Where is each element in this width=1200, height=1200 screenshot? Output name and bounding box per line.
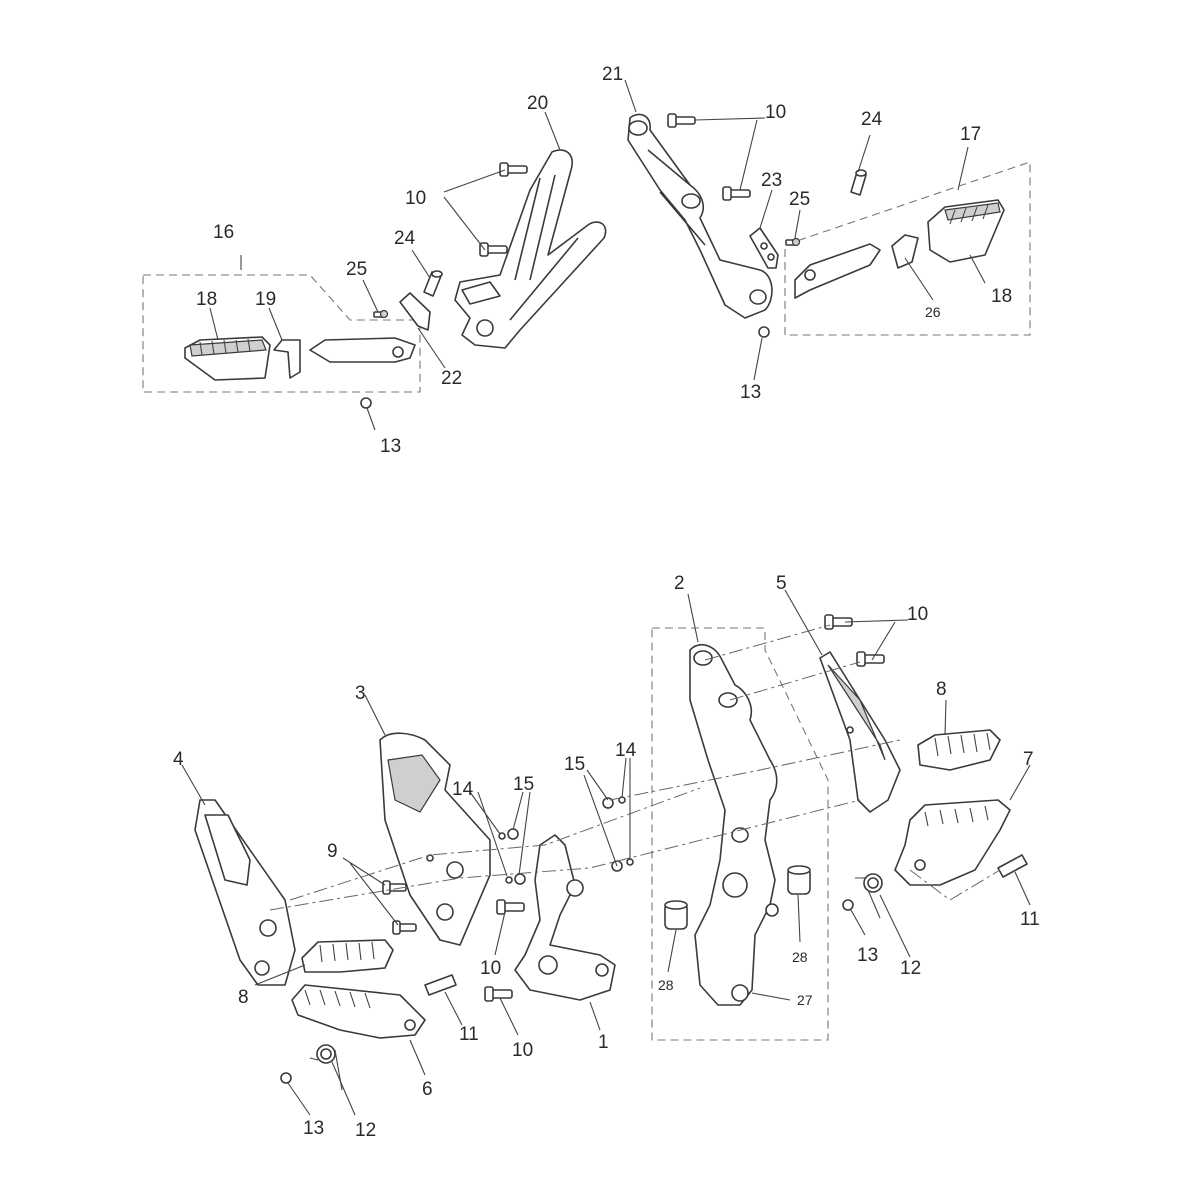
group-box-27 [651,627,829,1041]
pin-11-right [997,854,1028,878]
callout-28-right: 28 [792,949,808,965]
callout-14-left: 14 [452,779,474,800]
bolt-10-lower-a [496,899,525,915]
heel-guard-3 [379,732,491,946]
callout-25-left: 25 [346,259,367,280]
callout-1: 1 [598,1032,609,1053]
group-box-17 [784,161,1031,336]
screw-25-right [785,237,801,247]
bolt-10-upper-a [499,162,528,177]
callout-5: 5 [776,573,787,594]
callout-13-lower-right: 13 [857,945,878,966]
footpeg-rubber-18-right [927,199,1005,263]
callout-13-upper-right: 13 [740,382,761,403]
footpeg-rubber-18-left [184,336,271,381]
callout-18-right: 18 [991,286,1012,307]
heel-guard-4 [194,799,296,986]
pin-24-left [423,270,443,297]
pin-24-right [850,169,867,196]
callout-13-upper-left: 13 [380,436,401,457]
bushing-28-right [787,865,811,895]
bolt-9-b [392,920,417,935]
bracket-22 [399,292,431,331]
circlip-13-lower-right [842,899,854,911]
callout-10-upper-right: 10 [765,102,786,123]
callout-22: 22 [441,368,462,389]
callout-15-left: 15 [513,774,534,795]
callout-27: 27 [797,992,813,1008]
callout-3: 3 [355,683,366,704]
bracket-23 [749,227,779,269]
footpeg-6 [291,984,426,1039]
group-box-16 [142,274,421,393]
callout-8-right: 8 [936,679,947,700]
spring-12-right [855,873,883,919]
bushing-28-left [664,900,688,930]
callout-10-lower-bottom: 10 [512,1040,533,1061]
bolt-10-upper-d [722,186,751,201]
callout-14-right: 14 [615,740,637,761]
footpeg-body-17 [794,243,881,299]
screw-25-left [373,309,389,319]
callout-8-left: 8 [238,987,249,1008]
callout-23: 23 [761,170,782,191]
spring-12-left [309,1044,343,1091]
washer-14-left-a [498,832,506,840]
footrest-hanger-1 [514,834,616,1001]
callout-25-right: 25 [789,189,810,210]
front-hanger-2 [689,644,779,1006]
callout-7: 7 [1023,749,1034,770]
washer-15-left-b [514,873,526,885]
circlip-13-upper-left [360,397,372,409]
bolt-10-upper-c [667,113,696,128]
front-hanger-21 [627,113,773,319]
heel-guard-5 [819,651,901,813]
clip-19 [273,339,301,379]
bolt-10-lower-b [484,986,513,1002]
callout-28-left: 28 [658,977,674,993]
callout-10-lower-mid: 10 [480,958,501,979]
callout-16: 16 [213,222,234,243]
callout-24-right: 24 [861,109,883,130]
footpeg-rubber-8-right [917,729,1001,771]
pin-11-left [424,974,457,996]
callout-17: 17 [960,124,981,145]
washer-15-right-a [602,797,614,809]
bolt-10-lower-d [856,651,885,667]
washer-15-left-a [507,828,519,840]
callout-11-right: 11 [1020,909,1040,930]
circlip-13-lower-left [280,1072,292,1084]
callout-12-left: 12 [355,1120,376,1141]
callout-9: 9 [327,841,338,862]
washer-14-left-b [505,876,513,884]
callout-11-left: 11 [459,1024,479,1045]
callout-12-right: 12 [900,958,921,979]
callout-2: 2 [674,573,685,594]
callout-10-upper-left: 10 [405,188,426,209]
callout-24-left: 24 [394,228,416,249]
footpeg-rubber-8-left [301,939,394,973]
callout-26: 26 [925,304,941,320]
footpeg-7 [894,799,1011,886]
callout-19: 19 [255,289,276,310]
footpeg-body-16 [309,337,416,363]
rear-hanger-20 [454,149,607,349]
callout-10-lower-right: 10 [907,604,928,625]
callout-18-left: 18 [196,289,217,310]
callout-20: 20 [527,93,548,114]
clip-26 [891,234,919,269]
circlip-13-upper-right [758,326,770,338]
callout-4: 4 [173,749,184,770]
callout-21: 21 [602,64,623,85]
callout-6: 6 [422,1079,433,1100]
callout-15-right: 15 [564,754,585,775]
callout-13-lower-left: 13 [303,1118,324,1139]
